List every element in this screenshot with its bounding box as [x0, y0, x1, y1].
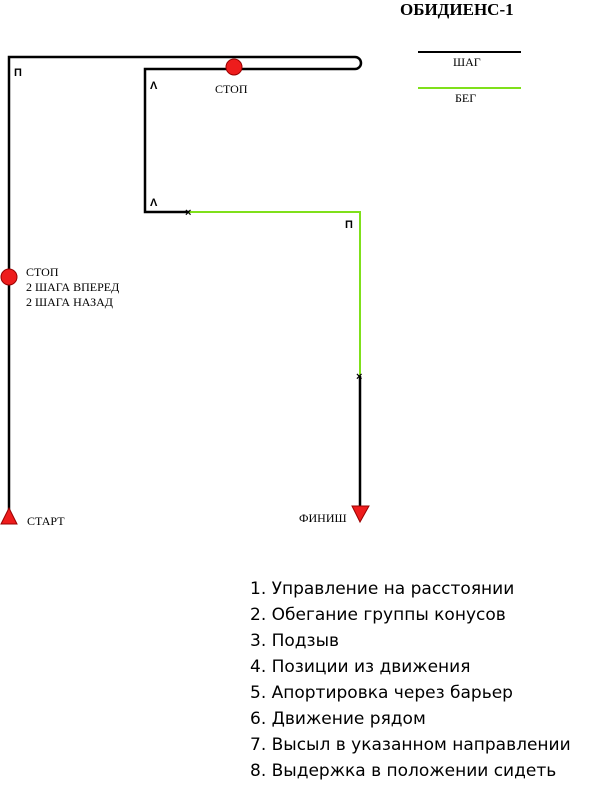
start-marker: [0, 506, 18, 525]
start-label: СТАРТ: [27, 514, 65, 528]
exercise-list: 1. Управление на расстоянии 2. Обегание …: [250, 576, 571, 784]
left-turn-mark-2: Λ: [150, 197, 158, 209]
right-turn-mark-1: П: [14, 67, 22, 79]
exercise-item-3: 3. Подзыв: [250, 631, 340, 651]
finish-label: ФИНИШ: [299, 511, 347, 525]
stop-label-top: СТОП: [215, 82, 248, 96]
legend-run-label: БЕГ: [455, 91, 476, 105]
exercise-item-8: 8. Выдержка в положении сидеть: [250, 761, 557, 781]
page-title: ОБИДИЕНС-1: [400, 0, 514, 19]
course-diagram: ШАГ БЕГ × × П Λ Λ П СТОП СТОП 2 ШАГА ВПЕ…: [0, 51, 521, 528]
exercise-item-4: 4. Позиции из движения: [250, 657, 471, 677]
stop-marker-left: [0, 268, 18, 286]
exercise-item-7: 7. Высыл в указанном направлении: [250, 735, 571, 755]
stop-marker-top: [225, 58, 243, 76]
stop-label-left-3: 2 ШАГА НАЗАД: [26, 295, 113, 309]
walk-path-left: [7, 55, 363, 512]
change-mark-1: ×: [185, 207, 191, 219]
right-turn-mark-2: П: [345, 219, 353, 231]
legend-walk-label: ШАГ: [453, 55, 481, 69]
exercise-item-6: 6. Движение рядом: [250, 709, 426, 729]
exercise-item-5: 5. Апортировка через барьер: [250, 683, 513, 703]
stop-label-left-1: СТОП: [26, 265, 59, 279]
change-mark-2: ×: [356, 371, 362, 383]
left-turn-mark-1: Λ: [150, 80, 158, 92]
exercise-item-2: 2. Обегание группы конусов: [250, 605, 506, 625]
exercise-item-1: 1. Управление на расстоянии: [250, 579, 515, 599]
finish-marker: [351, 505, 370, 524]
run-path: [189, 211, 361, 376]
stop-label-left-2: 2 ШАГА ВПЕРЕД: [26, 280, 119, 294]
